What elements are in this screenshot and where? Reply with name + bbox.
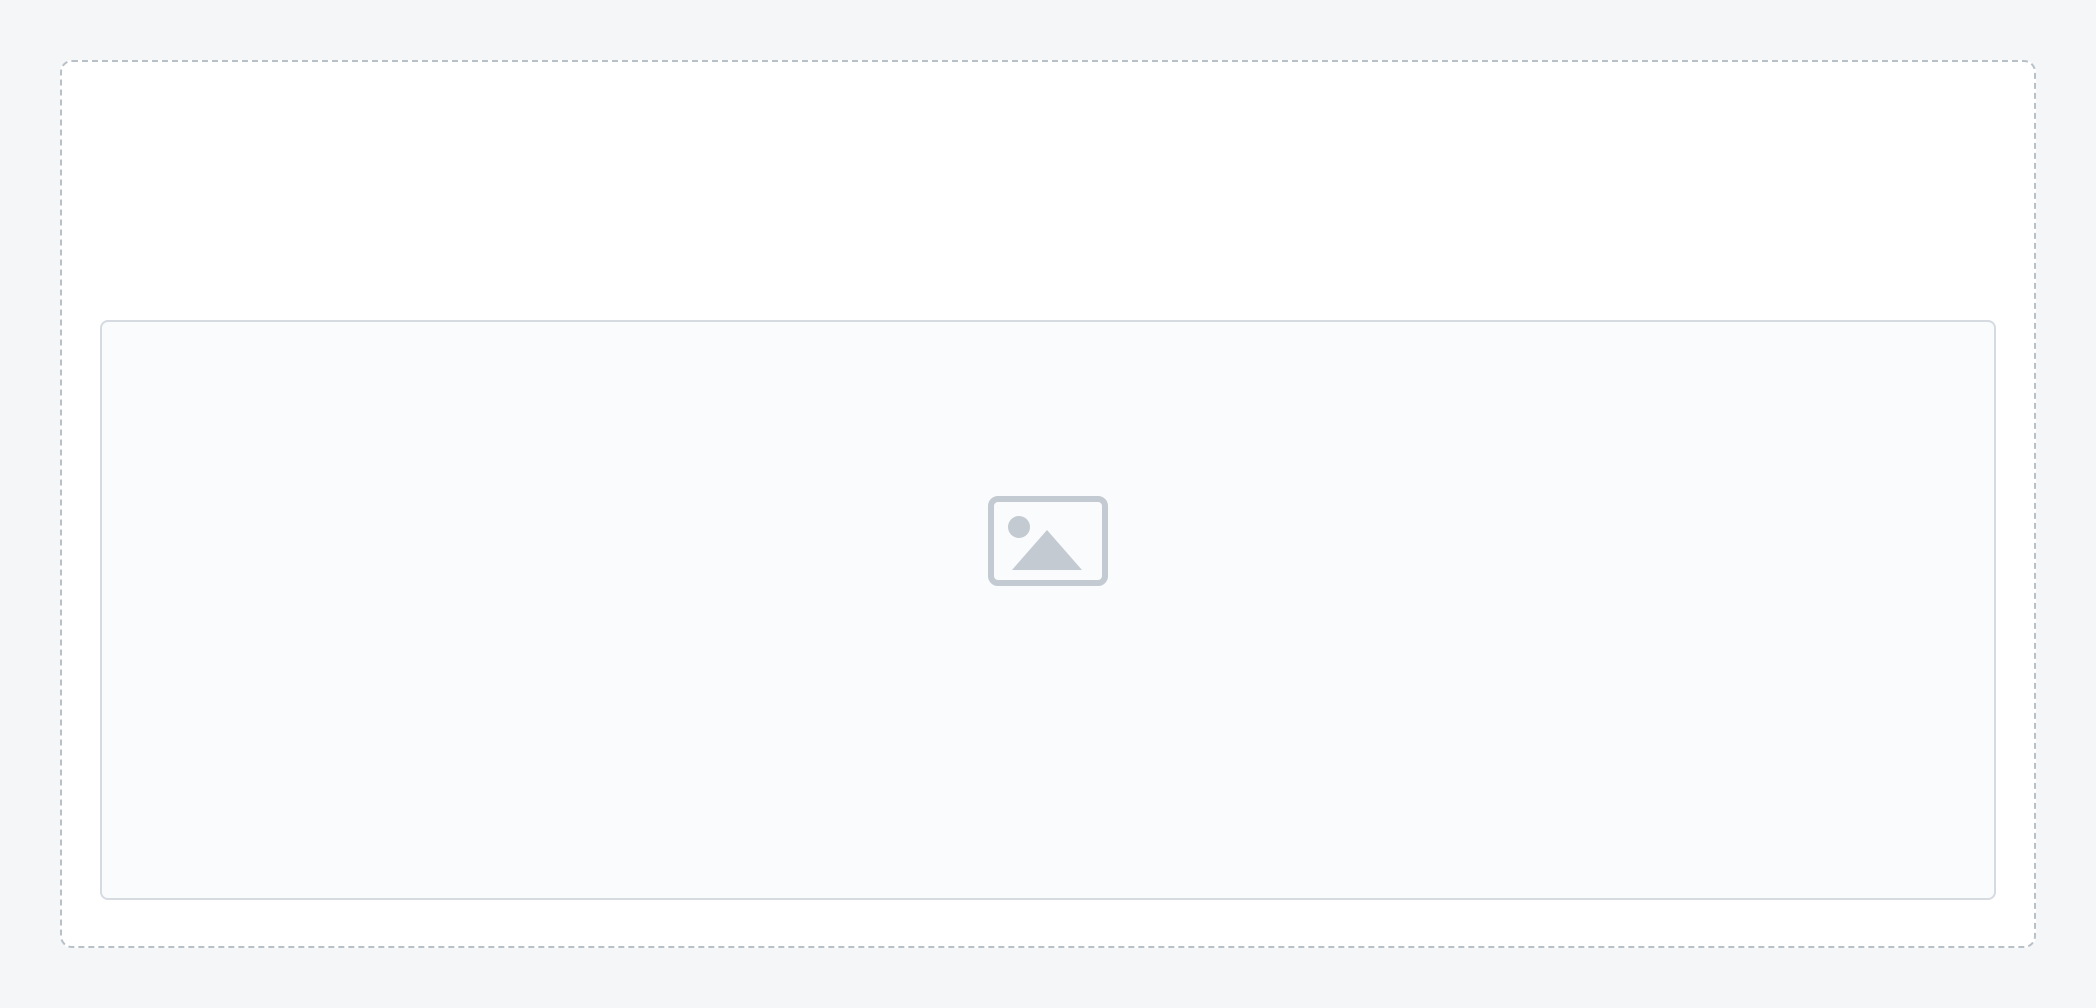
placeholder-canvas [100,320,1996,900]
image-icon [988,495,1108,586]
